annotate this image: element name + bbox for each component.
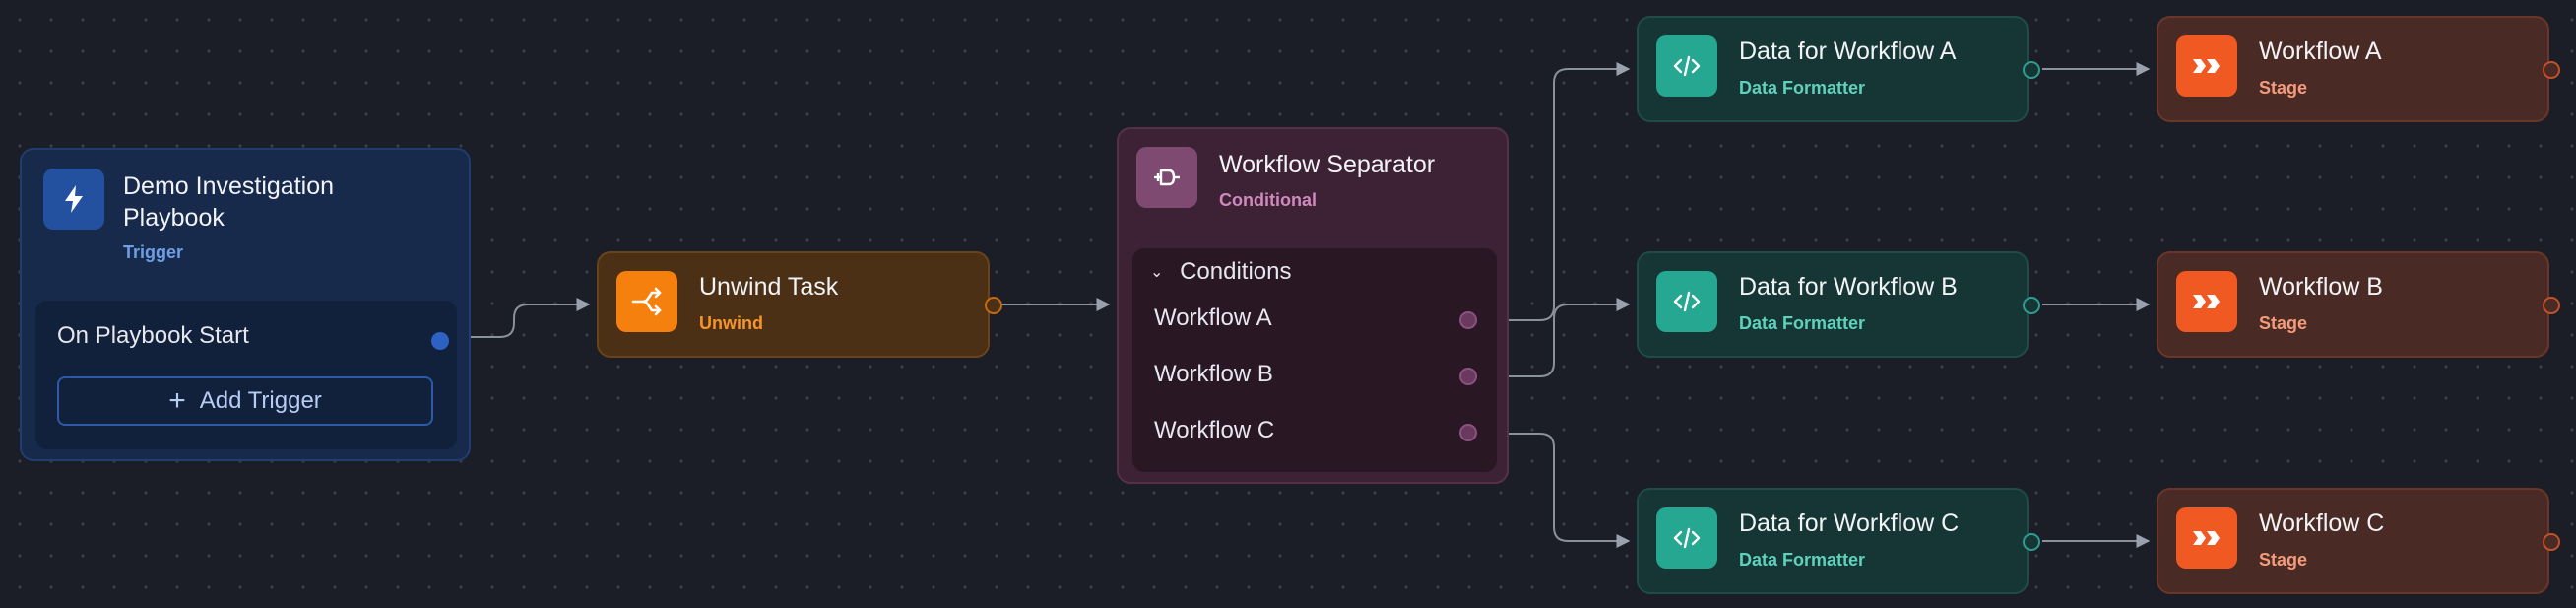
stage-type: Stage	[2259, 78, 2308, 98]
code-icon	[1673, 55, 1701, 77]
conditions-label: Conditions	[1180, 258, 1292, 285]
stage-output-handle[interactable]	[2543, 533, 2560, 551]
data-formatter-node-a[interactable]: Data for Workflow A Data Formatter	[1637, 16, 2040, 122]
stage-type: Stage	[2259, 313, 2308, 333]
conditions-panel: ⌄ Conditions Workflow A Workflow B Workf…	[1132, 248, 1497, 472]
condition-b-handle[interactable]	[1459, 368, 1477, 385]
condition-row: Workflow B	[1154, 361, 1273, 387]
unwind-icon-tile	[616, 271, 677, 332]
trigger-title: Demo Investigation Playbook	[123, 172, 335, 232]
stage-title: Workflow B	[2259, 273, 2383, 301]
data-formatter-node-c[interactable]: Data for Workflow C Data Formatter	[1637, 488, 2040, 594]
connector-icon	[1154, 169, 1180, 186]
condition-c-handle[interactable]	[1459, 424, 1477, 441]
condition-row: Workflow A	[1154, 304, 1272, 331]
trigger-event-label: On Playbook Start	[57, 322, 249, 349]
separator-icon-tile	[1136, 147, 1197, 208]
formatter-output-handle[interactable]	[2023, 61, 2040, 79]
stage-output-handle[interactable]	[2543, 297, 2560, 314]
stage-icon-tile	[2176, 271, 2237, 332]
plus-icon: +	[168, 384, 186, 417]
code-icon	[1673, 527, 1701, 549]
separator-title: Workflow Separator	[1219, 151, 1436, 178]
separator-type: Conditional	[1219, 190, 1317, 210]
bolt-icon	[65, 185, 83, 213]
split-arrows-icon	[631, 287, 662, 316]
add-trigger-button[interactable]: + Add Trigger	[57, 376, 433, 426]
trigger-node[interactable]: Demo Investigation Playbook Trigger On P…	[20, 148, 471, 461]
formatter-icon-tile	[1656, 35, 1717, 97]
condition-row: Workflow C	[1154, 417, 1275, 443]
chevrons-right-icon	[2193, 59, 2220, 73]
formatter-icon-tile	[1656, 507, 1717, 569]
chevrons-right-icon	[2193, 295, 2220, 308]
conditions-toggle[interactable]: ⌄ Conditions	[1150, 258, 1291, 286]
trigger-output-handle[interactable]	[431, 332, 449, 350]
unwind-output-handle[interactable]	[985, 297, 1002, 314]
add-trigger-label: Add Trigger	[199, 387, 322, 414]
workflow-separator-node[interactable]: Workflow Separator Conditional ⌄ Conditi…	[1117, 127, 1509, 484]
chevron-down-icon: ⌄	[1150, 264, 1164, 281]
stage-node-c[interactable]: Workflow C Stage	[2157, 488, 2560, 594]
stage-title: Workflow A	[2259, 37, 2382, 65]
stage-icon-tile	[2176, 507, 2237, 569]
condition-a-handle[interactable]	[1459, 311, 1477, 329]
stage-icon-tile	[2176, 35, 2237, 97]
formatter-type: Data Formatter	[1739, 550, 1866, 570]
formatter-output-handle[interactable]	[2023, 533, 2040, 551]
data-formatter-node-b[interactable]: Data for Workflow B Data Formatter	[1637, 251, 2040, 358]
formatter-title: Data for Workflow A	[1739, 37, 1957, 65]
chevrons-right-icon	[2193, 531, 2220, 545]
formatter-icon-tile	[1656, 271, 1717, 332]
stage-title: Workflow C	[2259, 509, 2385, 537]
trigger-event-panel: On Playbook Start + Add Trigger	[35, 301, 457, 449]
trigger-type: Trigger	[123, 242, 184, 262]
stage-output-handle[interactable]	[2543, 61, 2560, 79]
code-icon	[1673, 291, 1701, 312]
stage-node-b[interactable]: Workflow B Stage	[2157, 251, 2560, 358]
unwind-node[interactable]: Unwind Task Unwind	[597, 251, 1002, 358]
formatter-title: Data for Workflow C	[1739, 509, 1960, 537]
stage-type: Stage	[2259, 550, 2308, 570]
trigger-icon-tile	[43, 169, 104, 230]
stage-node-a[interactable]: Workflow A Stage	[2157, 16, 2560, 122]
formatter-type: Data Formatter	[1739, 78, 1866, 98]
formatter-type: Data Formatter	[1739, 313, 1866, 333]
formatter-output-handle[interactable]	[2023, 297, 2040, 314]
unwind-type: Unwind	[699, 313, 763, 333]
formatter-title: Data for Workflow B	[1739, 273, 1958, 301]
unwind-title: Unwind Task	[699, 273, 839, 301]
